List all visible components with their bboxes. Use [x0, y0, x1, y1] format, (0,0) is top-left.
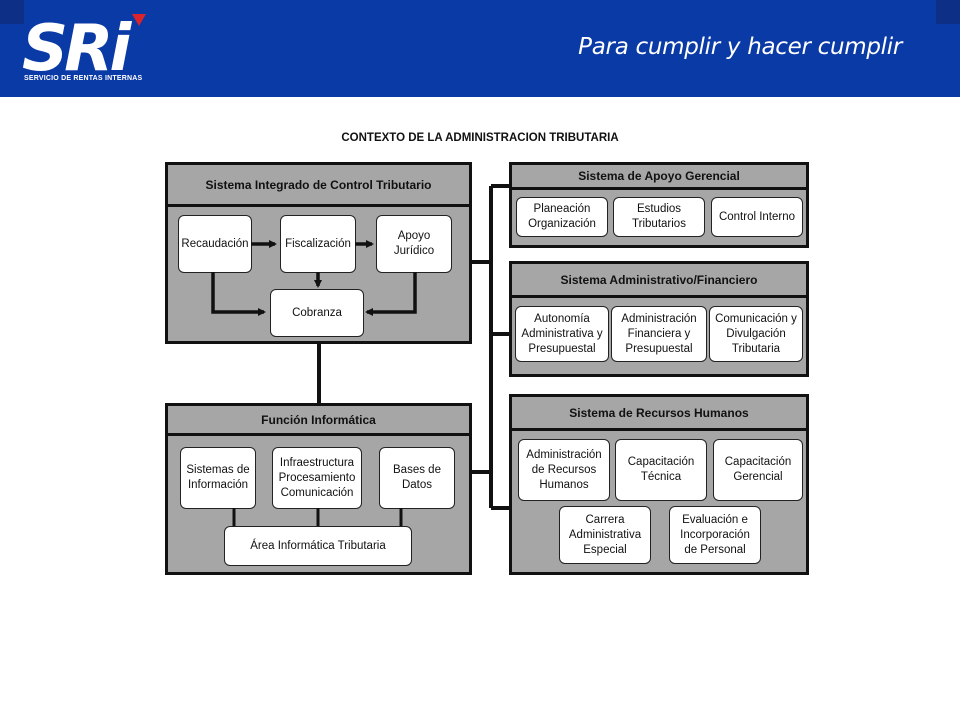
node-comunicacion: Comunicación y Divulgación Tributaria [709, 306, 803, 362]
sri-logo-text: SRi [22, 12, 132, 86]
panel-administrativo-financiero: Sistema Administrativo/Financiero Autono… [509, 261, 809, 377]
sri-logo: SRi [22, 12, 146, 86]
panel-funcion-informatica: Función Informática Sistemas de Informac… [165, 403, 472, 575]
node-area-informatica: Área Informática Tributaria [224, 526, 412, 566]
panel-control-tributario-title: Sistema Integrado de Control Tributario [168, 165, 469, 207]
node-capacitacion-tecnica: Capacitación Técnica [615, 439, 707, 501]
node-apoyo-juridico: Apoyo Jurídico [376, 215, 452, 273]
node-estudios-tributarios: Estudios Tributarios [613, 197, 705, 237]
logo-accent-triangle [132, 14, 146, 26]
node-infraestructura: Infraestructura Procesamiento Comunicaci… [272, 447, 362, 509]
logo-subtitle: SERVICIO DE RENTAS INTERNAS [24, 75, 143, 82]
node-evaluacion-incorporacion: Evaluación e Incorporación de Personal [669, 506, 761, 564]
arrow-apoyo-cobranza [365, 272, 417, 316]
panel-recursos-humanos-title: Sistema de Recursos Humanos [512, 397, 806, 431]
node-admin-recursos-humanos: Administración de Recursos Humanos [518, 439, 610, 501]
header-bar: SRi SERVICIO DE RENTAS INTERNAS Para cum… [0, 0, 960, 97]
panel-apoyo-gerencial-title: Sistema de Apoyo Gerencial [512, 165, 806, 190]
header-corner-left [0, 0, 24, 24]
panel-administrativo-financiero-title: Sistema Administrativo/Financiero [512, 264, 806, 298]
node-autonomia: Autonomía Administrativa y Presupuestal [515, 306, 609, 362]
tagline: Para cumplir y hacer cumplir [578, 34, 902, 60]
node-capacitacion-gerencial: Capacitación Gerencial [713, 439, 803, 501]
node-cobranza: Cobranza [270, 289, 364, 337]
node-control-interno: Control Interno [711, 197, 803, 237]
panel-recursos-humanos: Sistema de Recursos Humanos Administraci… [509, 394, 809, 575]
panel-funcion-informatica-title: Función Informática [168, 406, 469, 436]
header-corner-right [936, 0, 960, 24]
node-sistemas-informacion: Sistemas de Información [180, 447, 256, 509]
node-fiscalizacion: Fiscalización [280, 215, 356, 273]
node-bases-datos: Bases de Datos [379, 447, 455, 509]
arrow-recaudacion-cobranza [211, 272, 266, 316]
panel-control-tributario: Sistema Integrado de Control Tributario … [165, 162, 472, 344]
node-planeacion: Planeación Organización [516, 197, 608, 237]
panel-apoyo-gerencial: Sistema de Apoyo Gerencial Planeación Or… [509, 162, 809, 248]
node-administracion-financiera: Administración Financiera y Presupuestal [611, 306, 707, 362]
node-carrera-administrativa: Carrera Administrativa Especial [559, 506, 651, 564]
diagram-title: CONTEXTO DE LA ADMINISTRACION TRIBUTARIA [341, 132, 619, 144]
